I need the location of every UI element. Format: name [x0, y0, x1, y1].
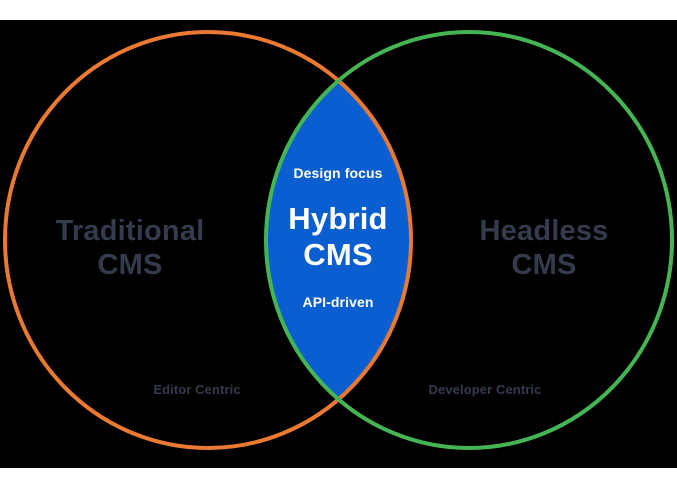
intersection-region: [266, 32, 411, 448]
left-circle-outline: [3, 30, 413, 450]
right-circle-outline: [264, 30, 674, 450]
